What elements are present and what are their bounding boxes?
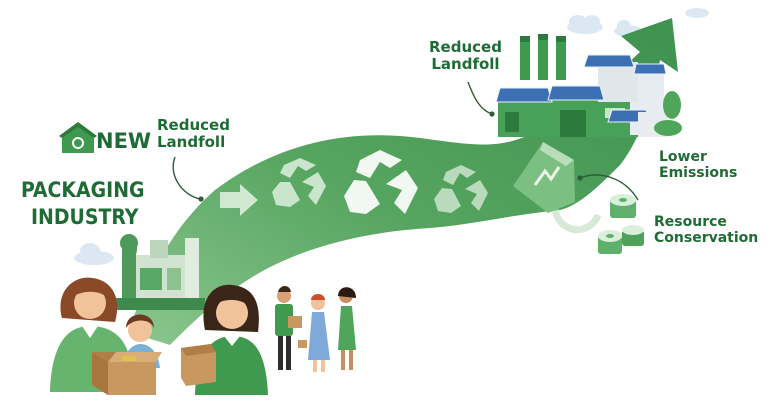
factory-icon — [495, 34, 682, 137]
leader-lines — [172, 81, 639, 201]
recycle-icon — [434, 165, 488, 213]
label-resource-conservation: Resource Conservation — [654, 214, 759, 246]
label-reduced-landfill-top: Reduced Landfoll — [429, 38, 502, 73]
tree-icon — [123, 239, 137, 259]
recycle-icon — [272, 158, 326, 207]
paper-roll-icon — [598, 194, 644, 254]
factory-left-icon — [115, 234, 205, 310]
arrow-right-icon — [220, 184, 258, 216]
label-reduced-landfill-left: Reduced Landfoll — [157, 116, 230, 151]
leader-dots — [198, 111, 583, 202]
people-illustration — [50, 277, 356, 395]
recycle-icon — [344, 150, 418, 214]
label-lower-emissions: Lower Emissions — [659, 149, 738, 181]
compostable-bag-icon — [513, 142, 575, 213]
house-recycle-icon — [59, 122, 97, 153]
badge-new-text: NEW — [96, 129, 152, 153]
title-line-2: INDUSTRY — [31, 205, 139, 229]
title-line-1: PACKAGING — [21, 178, 145, 202]
